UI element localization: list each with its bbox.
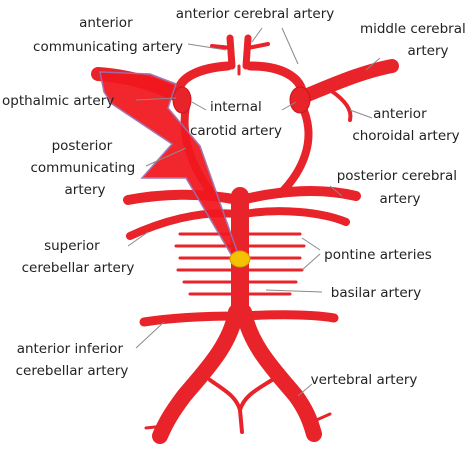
label-posterior-communicating-artery: posterior communicating artery	[30, 138, 139, 198]
posterior-cerebral-left	[123, 189, 243, 205]
leader-line	[349, 109, 373, 119]
internal-carotid-right	[289, 86, 311, 114]
label-anterior-communicating-artery: anterior communicating artery	[33, 15, 183, 55]
label-superior-cerebellar-artery: superior cerebellar artery	[22, 238, 135, 276]
middle-cerebral-right	[293, 59, 399, 105]
label-pontine-arteries: pontine arteries	[324, 247, 432, 263]
spinal-branch-right	[238, 378, 274, 412]
leader-line	[135, 321, 165, 349]
vertebral-right	[236, 304, 322, 442]
leader-line	[251, 27, 263, 43]
vertebral-twig-right	[310, 412, 332, 424]
leader-line	[297, 383, 313, 397]
anterior-cerebral-branch	[246, 42, 270, 50]
label-posterior-cerebral-artery: posterior cerebral artery	[337, 168, 462, 207]
anterior-cerebral-left	[226, 34, 236, 70]
anterior-cerebral-right	[242, 34, 252, 70]
leader-line	[265, 289, 323, 293]
leader-line	[187, 43, 227, 51]
spinal-branch-mid	[238, 408, 244, 434]
vertebral-twig-left	[144, 424, 166, 430]
leader-line	[301, 237, 321, 251]
leader-line	[281, 101, 297, 111]
anterior-inferior-cerebellar-left	[139, 311, 243, 327]
label-anterior-cerebral-artery: anterior cerebral artery	[176, 6, 335, 22]
label-anterior-inferior-cerebellar-artery: anterior inferior cerebellar artery	[16, 341, 129, 379]
leader-line	[365, 57, 381, 71]
leader-lines	[127, 27, 381, 397]
anterior-inferior-cerebellar-right	[237, 310, 339, 323]
label-middle-cerebral-artery: middle cerebral artery	[360, 21, 470, 59]
posterior-cerebral-right	[237, 186, 361, 205]
leader-line	[329, 185, 343, 197]
leader-line	[281, 27, 299, 65]
leader-line	[135, 97, 177, 101]
vertebral-left	[152, 304, 244, 444]
internal-carotid-left	[172, 86, 192, 114]
label-anterior-choroidal-artery: anterior choroidal artery	[352, 106, 459, 144]
leader-line	[145, 147, 187, 167]
label-internal-carotid-artery: internal carotid artery	[190, 99, 282, 139]
anterior-choroidal-branch	[328, 88, 353, 122]
superior-cerebellar-right	[240, 207, 350, 226]
label-opthalmic-artery: opthalmic artery	[2, 93, 114, 109]
posterior-communicating-right	[276, 102, 313, 198]
highlight-bolt	[99, 71, 239, 257]
leader-line	[191, 101, 207, 111]
spinal-branch-left	[208, 378, 242, 412]
labels: anterior communicating artery anterior c…	[2, 6, 470, 388]
label-vertebral-artery: vertebral artery	[311, 372, 418, 388]
anterior-communicating-branch	[210, 44, 234, 50]
label-basilar-artery: basilar artery	[331, 285, 421, 301]
marker-dot	[229, 250, 251, 268]
leader-line	[127, 231, 149, 247]
leader-line	[301, 253, 321, 271]
